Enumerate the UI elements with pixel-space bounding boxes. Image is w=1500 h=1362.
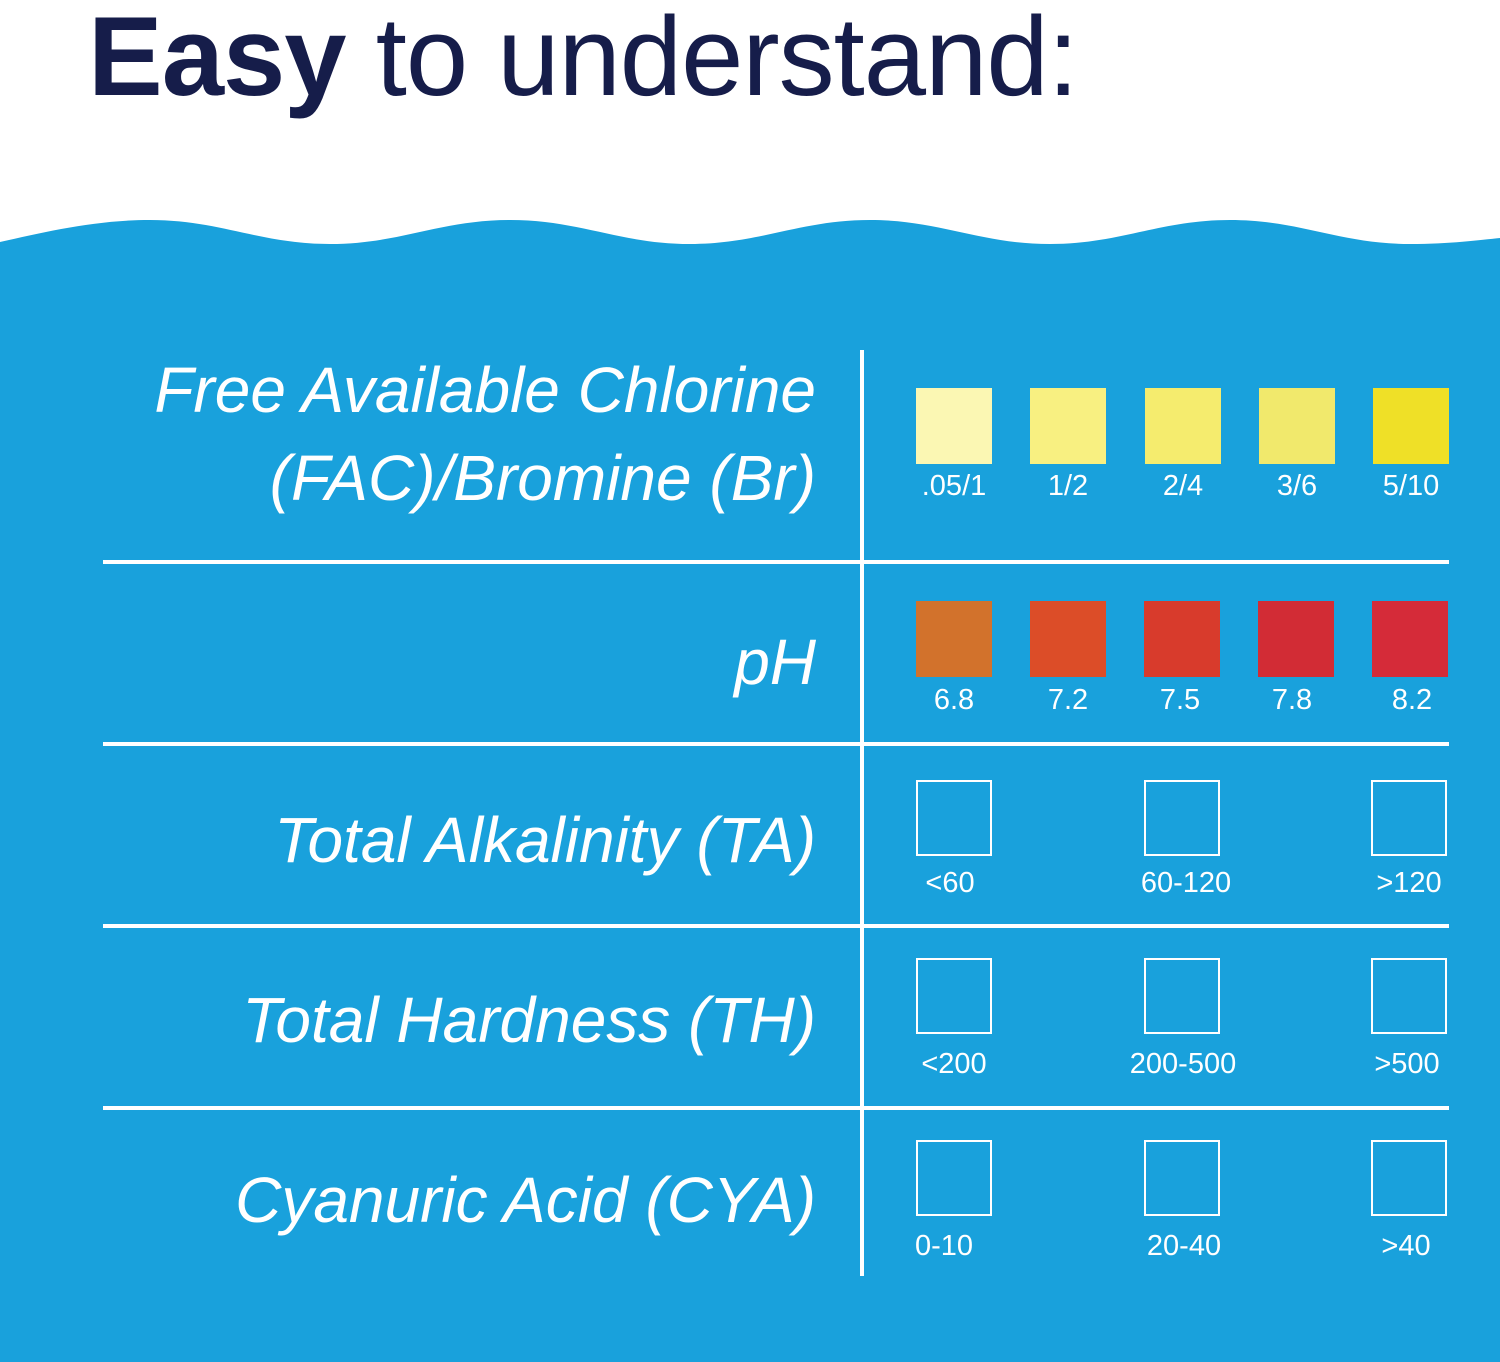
swatch-value: <60 <box>925 867 975 899</box>
row-divider-3 <box>103 924 1449 928</box>
page-title: Easy to understand: <box>88 0 1079 122</box>
blank-swatch <box>1371 1140 1447 1216</box>
swatch-value: 7.5 <box>1159 684 1201 716</box>
row-label-line: Total Alkalinity (TA) <box>274 804 816 876</box>
row-label-cya: Cyanuric Acid (CYA) <box>235 1156 816 1244</box>
water-wave-shape <box>0 220 1500 1362</box>
swatch-value: 200-500 <box>1129 1048 1237 1080</box>
color-swatch <box>916 388 992 464</box>
swatch-value: 5/10 <box>1382 470 1440 502</box>
swatch-value: 60-120 <box>1140 867 1232 899</box>
blank-swatch <box>1371 780 1447 856</box>
swatch-value: 7.8 <box>1271 684 1313 716</box>
blank-swatch <box>1144 958 1220 1034</box>
blank-swatch <box>1144 1140 1220 1216</box>
row-label-th: Total Hardness (TH) <box>242 976 816 1064</box>
row-divider-1 <box>103 560 1449 564</box>
row-label-ph: pH <box>734 618 816 706</box>
color-swatch <box>1373 388 1449 464</box>
swatch-value: 2/4 <box>1162 470 1204 502</box>
row-label-line: pH <box>734 626 816 698</box>
row-divider-4 <box>103 1106 1449 1110</box>
color-swatch <box>1258 601 1334 677</box>
row-label-line: Cyanuric Acid (CYA) <box>235 1164 816 1236</box>
headline-bold-word: Easy <box>88 0 347 119</box>
table-vertical-divider <box>860 350 864 1276</box>
row-label-line: (FAC)/Bromine (Br) <box>269 442 816 514</box>
swatch-value: 1/2 <box>1047 470 1089 502</box>
blank-swatch <box>916 958 992 1034</box>
swatch-value: .05/1 <box>921 470 987 502</box>
swatch-value: <200 <box>921 1048 987 1080</box>
color-swatch <box>916 601 992 677</box>
blank-swatch <box>916 780 992 856</box>
swatch-value: >40 <box>1381 1230 1431 1262</box>
row-label-fac-br: Free Available Chlorine (FAC)/Bromine (B… <box>154 346 816 522</box>
blank-swatch <box>916 1140 992 1216</box>
color-swatch <box>1259 388 1335 464</box>
color-swatch <box>1145 388 1221 464</box>
swatch-value: 20-40 <box>1146 1230 1222 1262</box>
row-divider-2 <box>103 742 1449 746</box>
swatch-value: >500 <box>1374 1048 1440 1080</box>
blank-swatch <box>1144 780 1220 856</box>
swatch-value: 0-10 <box>914 1230 974 1262</box>
color-swatch <box>1372 601 1448 677</box>
color-swatch <box>1030 601 1106 677</box>
row-label-line: Total Hardness (TH) <box>242 984 816 1056</box>
swatch-value: 7.2 <box>1047 684 1089 716</box>
swatch-value: 3/6 <box>1276 470 1318 502</box>
blank-swatch <box>1371 958 1447 1034</box>
headline-rest: to understand: <box>345 0 1079 119</box>
row-label-ta: Total Alkalinity (TA) <box>274 796 816 884</box>
swatch-value: >120 <box>1376 867 1442 899</box>
swatch-value: 6.8 <box>933 684 975 716</box>
swatch-value: 8.2 <box>1391 684 1433 716</box>
row-label-line: Free Available Chlorine <box>154 354 816 426</box>
color-swatch <box>1144 601 1220 677</box>
color-swatch <box>1030 388 1106 464</box>
